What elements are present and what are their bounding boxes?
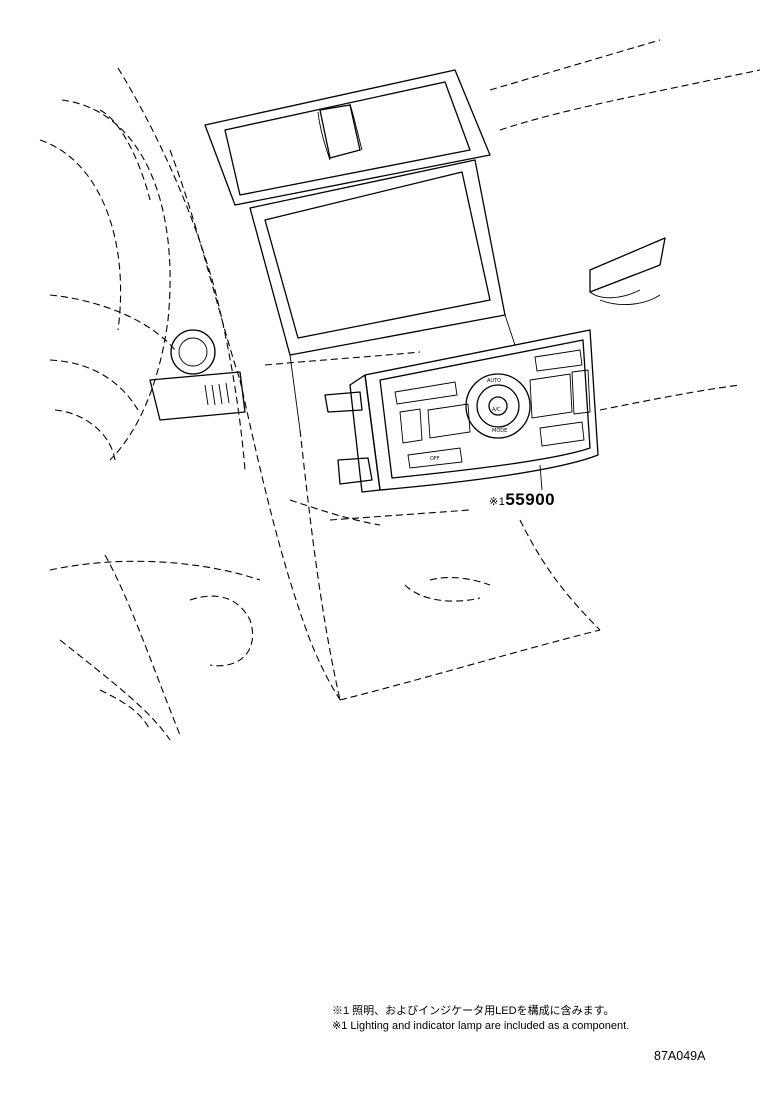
figure-ref: 87A049A <box>654 1049 706 1063</box>
instrument-knob <box>149 329 246 421</box>
note-mark: ※1 <box>489 496 506 508</box>
steering-wheel-outline <box>39 99 261 741</box>
dashboard-structure <box>99 39 760 731</box>
note-english: ※1 Lighting and indicator lamp are inclu… <box>332 1020 630 1032</box>
ac-label: A/C <box>492 407 501 413</box>
center-stack <box>204 69 516 431</box>
part-callout: ※155900 <box>489 490 555 510</box>
auto-label: AUTO <box>487 378 501 384</box>
part-number: 55900 <box>505 490 556 509</box>
climate-control-panel: AUTO A/C MODE OFF <box>324 329 599 493</box>
note-japanese: ※1 照明、およびインジケータ用LEDを構成に含みます。 <box>332 1005 615 1017</box>
right-vent <box>589 237 666 305</box>
off-label: OFF <box>430 456 440 462</box>
mode-label: MODE <box>492 428 507 434</box>
